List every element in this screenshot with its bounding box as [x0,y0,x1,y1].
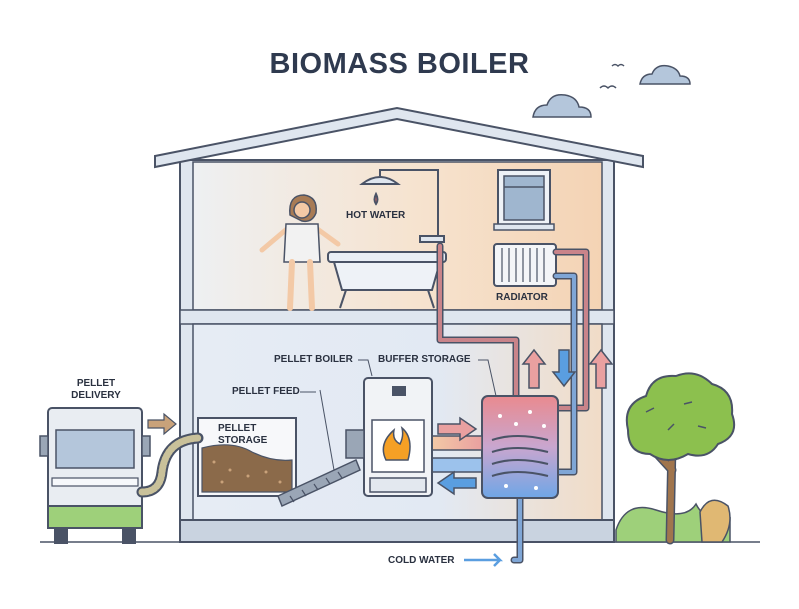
delivery-truck [39,407,204,544]
pellet-delivery-line2: DELIVERY [71,390,121,401]
bird-icon [599,63,625,90]
pellet-feed-label: PELLET FEED [232,386,300,397]
radiator-label: RADIATOR [496,292,548,303]
cloud-icon [639,64,691,85]
shower [359,169,445,243]
pellet-boiler [345,377,433,497]
buffer-storage-tank [481,395,559,499]
hot-flow-right-arrow [431,416,483,451]
pellet-storage [197,417,297,497]
cold-water-label: COLD WATER [388,555,455,566]
tree [615,372,736,545]
delivery-arrow [147,412,177,436]
cold-flow-left-arrow [431,457,483,496]
pellet-storage-line1: PELLET [218,423,257,434]
radiator [493,243,557,287]
page-title: BIOMASS BOILER [269,48,530,80]
pellet-boiler-label: PELLET BOILER [274,354,353,365]
window [493,169,555,231]
hot-water-label: HOT WATER [346,210,406,221]
pellet-delivery-label: PELLET DELIVERY [64,378,128,402]
buffer-storage-label: BUFFER STORAGE [378,354,471,365]
hot-flow-up-arrow [521,348,547,389]
pellet-feed-auger [277,389,361,508]
pellet-storage-label: PELLET STORAGE [218,423,267,447]
pellet-delivery-line1: PELLET [76,378,116,389]
cold-flow-down-arrow [551,349,577,388]
woman-figure [259,194,341,311]
cloud-icon [532,93,592,118]
bathtub [327,251,447,309]
hot-flow-up-arrow [588,348,614,389]
pellet-storage-line2: STORAGE [218,435,268,446]
pipes [436,242,590,564]
